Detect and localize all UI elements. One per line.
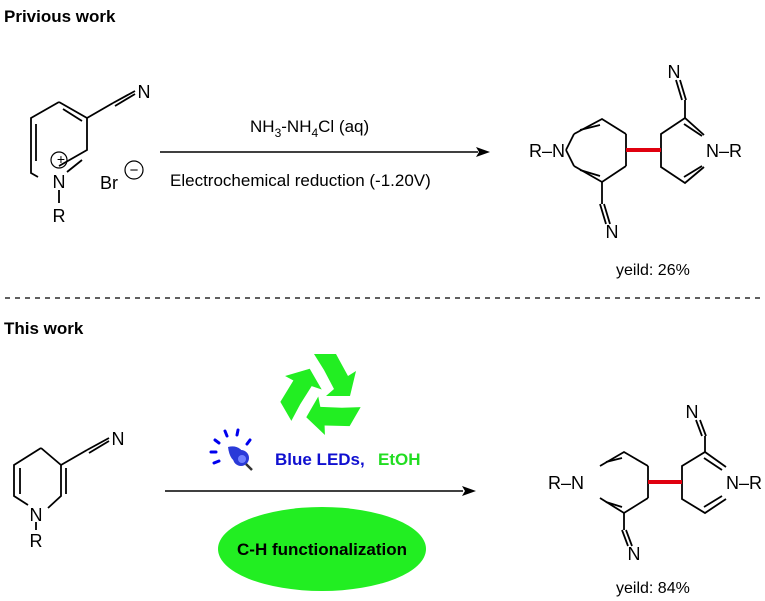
atom-r: R: [30, 531, 43, 551]
atom-n: N: [112, 429, 125, 449]
atom-n: N: [686, 402, 699, 422]
charge-minus: −: [130, 162, 139, 179]
yield-this: yeild: 84%: [616, 580, 690, 597]
atom-n: N: [138, 82, 151, 102]
atom-n: N: [53, 172, 66, 192]
functionalization-ellipse: [218, 507, 426, 591]
condition-etoh: EtOH: [378, 450, 421, 469]
blue-led-icon: [209, 428, 253, 471]
atom-r: R: [53, 206, 66, 226]
atom-n: N: [668, 62, 681, 82]
n-r-right: N–R: [726, 473, 762, 493]
recycle-icon: [280, 354, 361, 435]
ch-functionalization-label: C-H functionalization: [237, 540, 407, 559]
dimer-product-2: [599, 419, 727, 547]
pyridinium-reactant: [30, 90, 136, 203]
charge-plus: +: [57, 151, 65, 167]
dihydropyridine-reactant: [13, 437, 110, 530]
n-r-right: N–R: [706, 141, 742, 161]
charge-minus-circle: [124, 160, 144, 180]
dimer-product-1: [565, 79, 705, 225]
this-work-title: This work: [4, 319, 84, 338]
yield-previous: yeild: 26%: [616, 262, 690, 279]
bromide-label: Br: [100, 173, 118, 193]
condition-blue-leds: Blue LEDs,: [275, 450, 365, 469]
conditions-top: NH3-NH4Cl (aq): [250, 117, 369, 140]
r-n-left: R–N: [548, 473, 584, 493]
reaction-arrow-2: [165, 486, 476, 496]
atom-n: N: [606, 222, 619, 242]
reaction-arrow-1: [160, 147, 490, 157]
r-n-left: R–N: [529, 141, 565, 161]
previous-work-title: Privious work: [4, 7, 116, 26]
atom-n: N: [30, 505, 43, 525]
conditions-bottom: Electrochemical reduction (-1.20V): [170, 171, 431, 190]
atom-n: N: [628, 544, 641, 564]
